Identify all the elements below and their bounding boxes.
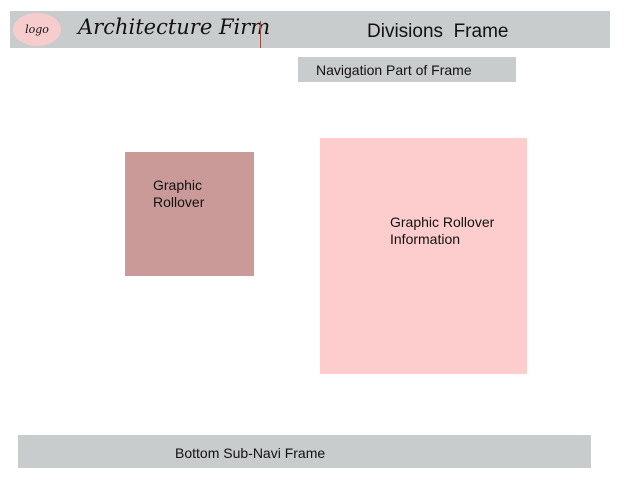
graphic-rollover-label: Graphic Rollover xyxy=(153,177,205,210)
bottom-sub-navigation-label: Bottom Sub-Navi Frame xyxy=(175,445,326,461)
divisions-header-frame: logo Architecture Firm Divisions Frame xyxy=(10,11,610,48)
rollover-information-panel: Graphic Rollover Information xyxy=(320,138,527,374)
header-divider xyxy=(260,21,261,48)
graphic-rollover-area[interactable]: Graphic Rollover xyxy=(125,152,254,276)
divisions-frame-title: Divisions Frame xyxy=(367,21,509,42)
rollover-information-label: Graphic Rollover Information xyxy=(390,214,495,247)
navigation-frame-label: Navigation Part of Frame xyxy=(316,62,472,78)
logo-label: logo xyxy=(25,23,49,36)
brand-title: Architecture Firm xyxy=(78,15,271,39)
navigation-frame[interactable]: Navigation Part of Frame xyxy=(298,57,516,82)
logo-placeholder[interactable]: logo xyxy=(13,13,61,46)
bottom-sub-navigation-frame[interactable]: Bottom Sub-Navi Frame xyxy=(18,435,591,468)
